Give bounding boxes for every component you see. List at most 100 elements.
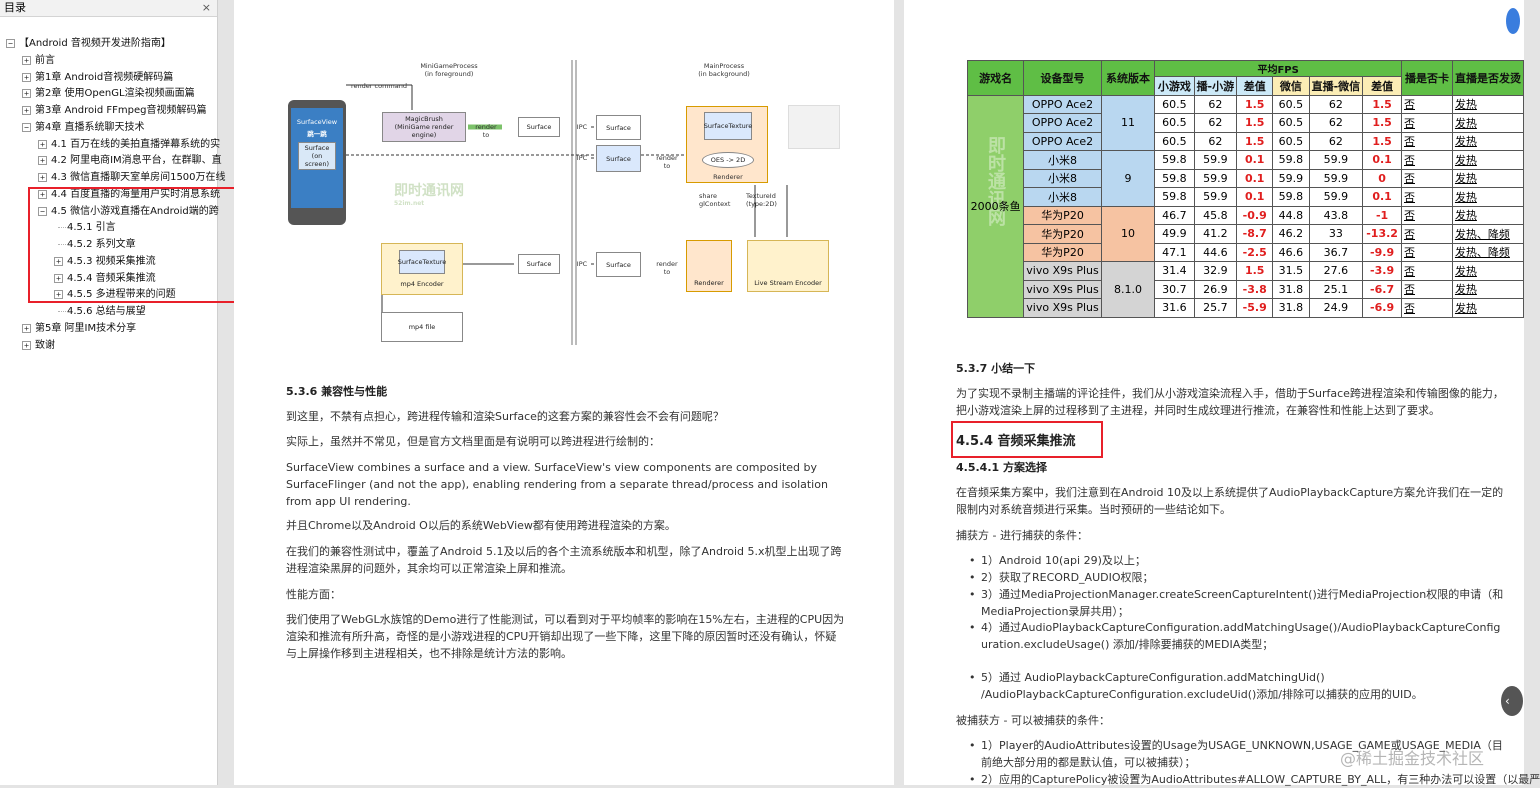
para-6: 性能方面： xyxy=(286,588,341,601)
value-cell: -6.9 xyxy=(1362,298,1402,318)
value-cell: 62 xyxy=(1308,94,1364,114)
lag-cell[interactable]: 否 xyxy=(1401,205,1453,225)
toc-item[interactable]: + 第1章 Android音视频硬解码篇 xyxy=(0,69,218,86)
value-cell: 0 xyxy=(1362,168,1402,188)
hot-cell[interactable]: 发热 xyxy=(1451,187,1525,207)
scroll-indicator-top[interactable] xyxy=(1506,8,1520,34)
toc-item-label: 第1章 Android音视频硬解码篇 xyxy=(35,71,174,83)
toc-item[interactable]: 4.5.2 系列文章 xyxy=(0,236,218,253)
lag-cell[interactable]: 否 xyxy=(1401,242,1453,262)
hot-cell[interactable]: 发热 xyxy=(1451,279,1525,299)
value-cell: 46.7 xyxy=(1154,205,1195,225)
th-sub: 差值 xyxy=(1236,76,1274,96)
hot-cell[interactable]: 发热 xyxy=(1451,298,1525,318)
hot-cell[interactable]: 发热 xyxy=(1451,94,1525,114)
value-cell: -13.2 xyxy=(1362,224,1402,244)
value-cell: 62 xyxy=(1193,94,1238,114)
toc-item[interactable]: −第4章 直播系统聊天技术 xyxy=(0,119,218,136)
live-encoder-box: Live Stream Encoder xyxy=(747,240,829,292)
toc-item[interactable]: +4.5.3 视频采集推流 xyxy=(0,253,218,270)
lag-cell[interactable]: 否 xyxy=(1401,187,1453,207)
lag-cell[interactable]: 否 xyxy=(1401,261,1453,281)
value-cell: 59.8 xyxy=(1154,187,1195,207)
value-cell: 31.8 xyxy=(1272,298,1310,318)
hot-cell[interactable]: 发热、降频 xyxy=(1451,224,1525,244)
collapse-icon[interactable]: − xyxy=(22,122,31,132)
section-title-537: 5.3.7 小结一下 xyxy=(956,362,1036,375)
hot-cell[interactable]: 发热 xyxy=(1451,113,1525,133)
lag-cell[interactable]: 否 xyxy=(1401,94,1453,114)
surface-box-5: Surface xyxy=(596,252,641,277)
lag-cell[interactable]: 否 xyxy=(1401,113,1453,133)
expand-icon[interactable]: + xyxy=(38,173,47,182)
expand-icon[interactable]: + xyxy=(38,139,47,149)
hot-cell[interactable]: 发热 xyxy=(1451,131,1525,151)
toc-item[interactable]: +4.4 百度直播的海量用户实时消息系统 xyxy=(0,186,220,203)
expand-icon[interactable]: + xyxy=(54,256,63,266)
toc-item[interactable]: +前言 xyxy=(0,52,218,69)
lag-cell[interactable]: 否 xyxy=(1401,298,1453,318)
hot-cell[interactable]: 发热 xyxy=(1451,168,1525,188)
toc-item[interactable]: +第5章 阿里IM技术分享 xyxy=(0,320,218,337)
value-cell: 44.6 xyxy=(1193,242,1238,262)
value-cell: 59.9 xyxy=(1193,150,1238,170)
toc-item[interactable]: −4.5 微信小游戏直播在Android端的跨 xyxy=(0,203,219,220)
diagram-render-command: render command xyxy=(351,82,407,90)
expand-icon[interactable]: + xyxy=(38,156,47,166)
toc-item[interactable]: +4.5.4 音频采集推流 xyxy=(0,270,218,287)
value-cell: 24.9 xyxy=(1308,298,1364,318)
collapse-icon[interactable]: − xyxy=(38,206,47,216)
para-7: 我们使用了WebGL水族馆的Demo进行了性能测试，可以看到对于平均帧率的影响在… xyxy=(286,613,845,660)
lag-cell[interactable]: 否 xyxy=(1401,150,1453,170)
toc-item[interactable]: +4.5.5 多进程带来的问题 xyxy=(0,286,218,303)
expand-icon[interactable]: + xyxy=(22,72,31,82)
value-cell: -2.5 xyxy=(1236,242,1274,262)
toc-item[interactable]: +4.2 阿里电商IM消息平台，在群聊、直 xyxy=(0,152,222,169)
collapse-icon[interactable]: − xyxy=(6,39,15,48)
toc-item-label: 4.5.3 视频采集推流 xyxy=(67,255,156,267)
expand-icon[interactable]: + xyxy=(22,340,31,350)
expand-icon[interactable]: + xyxy=(22,106,31,115)
expand-icon[interactable]: + xyxy=(22,55,31,65)
expand-icon[interactable]: + xyxy=(22,89,31,99)
capture-title: 捕获方 - 进行捕获的条件： xyxy=(956,529,1088,542)
lag-cell[interactable]: 否 xyxy=(1401,131,1453,151)
toc-item[interactable]: +第3章 Android FFmpeg音视频解码篇 xyxy=(0,102,218,119)
value-cell: -3.8 xyxy=(1236,279,1274,299)
toc-item[interactable]: +4.3 微信直播聊天室单房间1500万在线 xyxy=(0,169,226,186)
expand-icon[interactable]: + xyxy=(54,290,63,300)
toc-item[interactable]: +致谢 xyxy=(0,337,218,354)
magicbrush-box: MagicBrush(MiniGame render engine) xyxy=(382,112,466,142)
toc-item[interactable]: 4.5.1 引言 xyxy=(0,219,218,236)
phone-title: 跳一跳 xyxy=(307,130,327,138)
toc-item[interactable]: +第2章 使用OpenGL渲染视频画面篇 xyxy=(0,85,218,102)
lag-cell[interactable]: 否 xyxy=(1401,168,1453,188)
hot-cell[interactable]: 发热 xyxy=(1451,261,1525,281)
th-sub: 小游戏 xyxy=(1154,76,1195,96)
para-3: SurfaceView combines a surface and a vie… xyxy=(286,461,828,508)
lag-cell[interactable]: 否 xyxy=(1401,279,1453,299)
close-icon[interactable]: × xyxy=(201,1,211,14)
device-cell: OPPO Ace2 xyxy=(1023,113,1102,133)
expand-icon[interactable]: + xyxy=(54,273,63,283)
chevron-left-icon[interactable]: ‹ xyxy=(1501,686,1523,716)
hot-cell[interactable]: 发热、降频 xyxy=(1451,242,1525,262)
capture-item-2: 2）获取了RECORD_AUDIO权限； xyxy=(969,569,1506,586)
toc-item[interactable]: 4.5.6 总结与展望 xyxy=(0,303,218,320)
para-summary: 为了实现不录制主播端的评论挂件，我们从小游戏渲染流程入手，借助于Surface跨… xyxy=(956,387,1504,417)
hot-cell[interactable]: 发热 xyxy=(1451,150,1525,170)
value-cell: 1.5 xyxy=(1236,94,1274,114)
value-cell: 0.1 xyxy=(1236,168,1274,188)
toc-item[interactable]: −【Android 音视频开发进阶指南】 xyxy=(0,35,218,52)
toc-item[interactable]: +4.1 百万在线的美拍直播弹幕系统的实 xyxy=(0,136,220,153)
para-1: 到这里，不禁有点担心，跨进程传输和渲染Surface的这套方案的兼容性会不会有问… xyxy=(286,410,724,423)
expand-icon[interactable]: + xyxy=(22,323,31,333)
expand-icon[interactable]: + xyxy=(38,189,47,199)
value-cell: 45.8 xyxy=(1193,205,1238,225)
hot-cell[interactable]: 发热 xyxy=(1451,205,1525,225)
diagram-watermark: 即时通讯网 52im.net xyxy=(394,183,464,207)
lag-cell[interactable]: 否 xyxy=(1401,224,1453,244)
